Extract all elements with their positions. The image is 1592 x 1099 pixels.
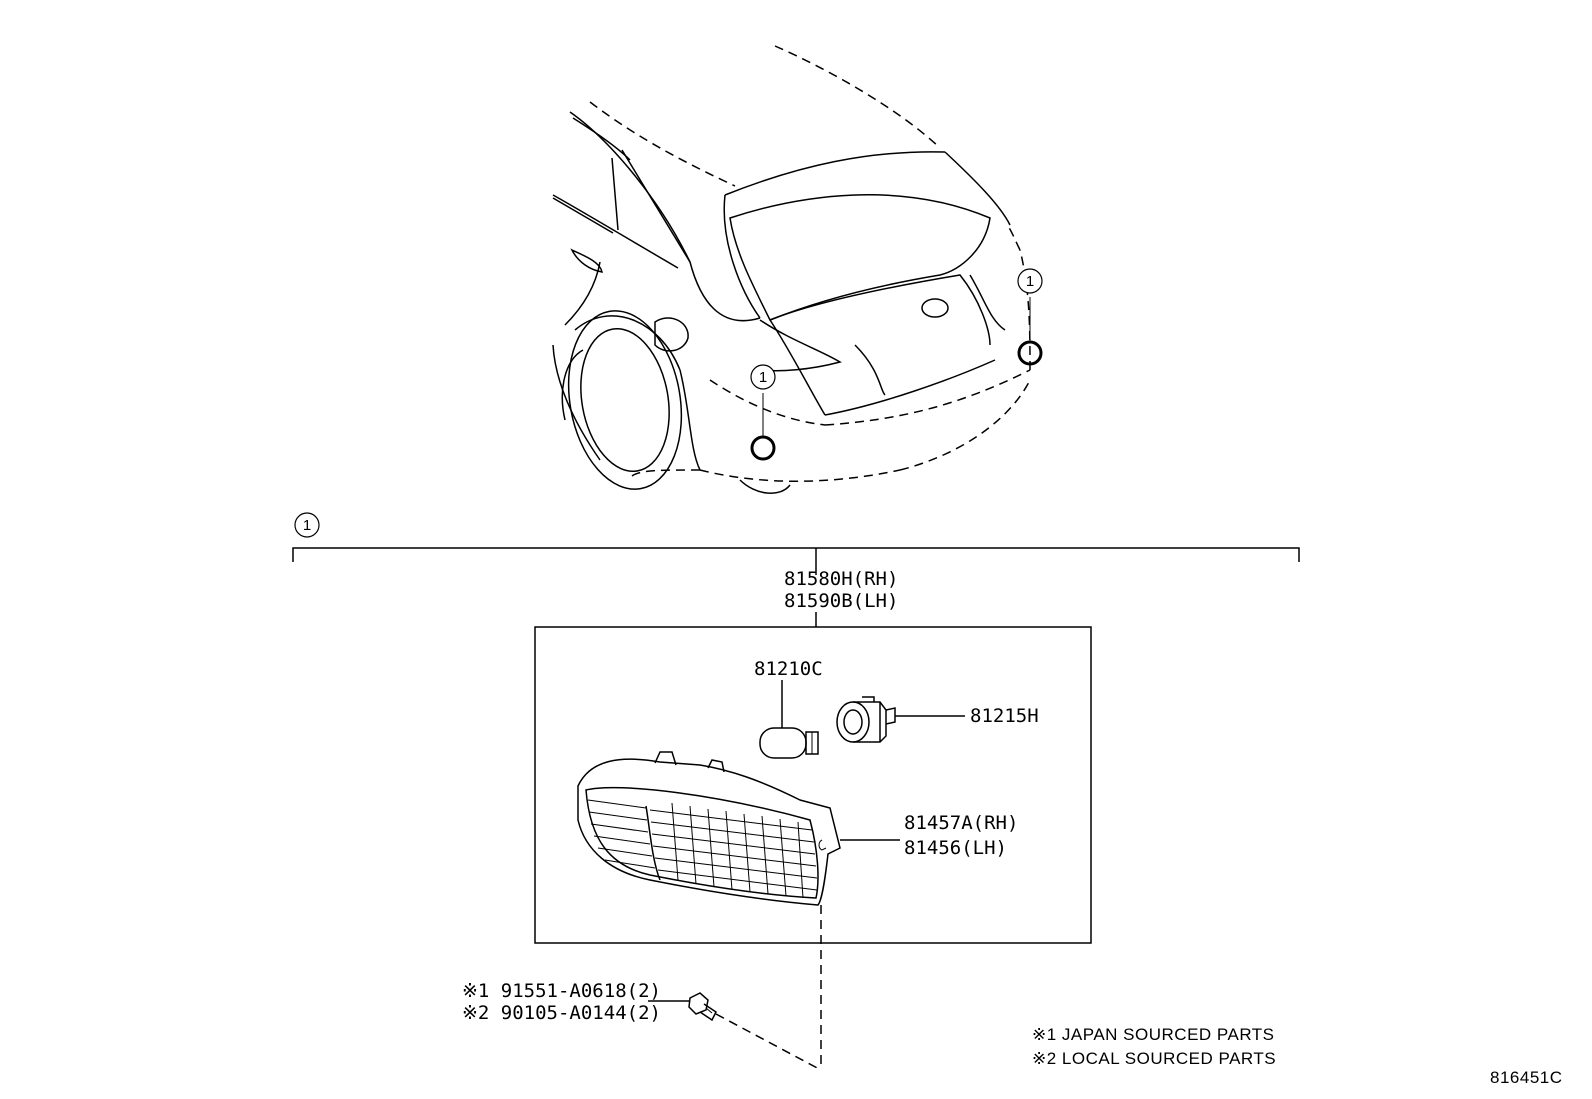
socket-label[interactable]: 81215H [970, 705, 1039, 727]
group-bracket [292, 547, 1300, 575]
diagram-id: 816451C [1490, 1068, 1563, 1087]
fastener-japan-label[interactable]: ※1 91551-A0618(2) [462, 980, 661, 1002]
bulb-label[interactable]: 81210C [754, 658, 823, 680]
screw-illustration [688, 992, 717, 1022]
vehicle-illustration [552, 45, 1043, 494]
callout-group[interactable]: 1 [294, 512, 320, 538]
socket-illustration [836, 696, 896, 743]
svg-text:1: 1 [759, 369, 767, 386]
callout-left[interactable]: 1 [750, 364, 776, 390]
reflector-marker-left [750, 435, 776, 461]
lens-lh-label[interactable]: 81456(LH) [904, 837, 1007, 859]
svg-text:1: 1 [303, 517, 311, 534]
assembly-box [534, 626, 1092, 944]
note-local-sourced: ※2 LOCAL SOURCED PARTS [1032, 1049, 1276, 1068]
bulb-illustration [759, 727, 819, 759]
svg-text:1: 1 [1026, 273, 1034, 290]
lens-rh-label[interactable]: 81457A(RH) [904, 812, 1018, 834]
assembly-lh-label[interactable]: 81590B(LH) [784, 590, 898, 612]
fastener-local-label[interactable]: ※2 90105-A0144(2) [462, 1002, 661, 1024]
lens-illustration [577, 751, 841, 906]
assembly-rh-label[interactable]: 81580H(RH) [784, 568, 898, 590]
callout-right[interactable]: 1 [1017, 268, 1043, 294]
note-japan-sourced: ※1 JAPAN SOURCED PARTS [1032, 1025, 1275, 1044]
